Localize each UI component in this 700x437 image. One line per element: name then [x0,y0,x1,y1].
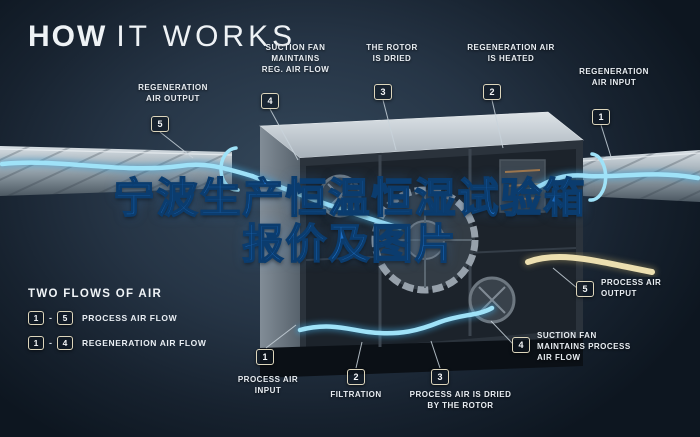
legend-heading: TWO FLOWS OF AIR [28,288,163,300]
callout-badge-regeneration-air-heated: 2 [483,84,501,100]
page-title-bold: HOW [28,20,108,53]
airflow-ribbon-cream [523,252,657,277]
callout-badge-regeneration-air-output: 5 [151,116,169,132]
legend-label-regeneration-air: REGENERATION AIR FLOW [82,338,207,348]
callout-label-regeneration-air-heated: REGENERATION AIR IS HEATED [467,43,555,64]
callout-label-suction-fan-reg: SUCTION FAN MAINTAINS REG. AIR FLOW [261,43,330,75]
watermark-line-2: 报价及图片 [242,220,458,267]
legend-badge-from: 1 [28,311,44,325]
rotor-icon [371,186,479,294]
callout-badge-process-air-output: 5 [576,281,594,297]
callout-label-regeneration-air-output: REGENERATION AIR OUTPUT [138,83,208,104]
legend-badge-from: 1 [28,336,44,350]
callout-badge-suction-fan-reg: 4 [261,93,279,109]
callout-label-process-air-output: PROCESS AIR OUTPUT [601,278,662,299]
callout-label-process-air-input: PROCESS AIR INPUT [237,375,299,396]
page-title-light: IT WORKS [116,20,297,53]
callout-badge-rotor-dried: 3 [374,84,392,100]
legend-row-regeneration-air: 1 - 4 REGENERATION AIR FLOW [28,336,207,350]
leader-lines [159,99,613,369]
callout-badge-suction-fan-process: 4 [512,337,530,353]
legend: TWO FLOWS OF AIR 1 - 5 PROCESS AIR FLOW … [28,288,207,350]
callout-badge-process-air-input: 1 [256,349,274,365]
legend-badge-to: 5 [57,311,73,325]
legend-label-process-air: PROCESS AIR FLOW [82,313,178,323]
machine-body [259,111,584,378]
watermark-text: 宁波生产恒温恒湿试验箱 报价及图片 [0,174,700,268]
callout-label-suction-fan-process: SUCTION FAN MAINTAINS PROCESS AIR FLOW [537,331,631,363]
legend-range-separator: - [49,313,52,323]
legend-range-separator: - [49,338,52,348]
watermark-line-1: 宁波生产恒温恒湿试验箱 [113,174,587,221]
legend-badge-to: 4 [57,336,73,350]
callout-badge-process-air-dried: 3 [431,369,449,385]
callout-label-process-air-dried: PROCESS AIR IS DRIED BY THE ROTOR [409,390,512,411]
callout-label-filtration: FILTRATION [330,390,382,399]
callout-label-rotor-dried: THE ROTOR IS DRIED [366,43,418,64]
airflow-ribbon-blue [0,146,700,338]
callout-badge-filtration: 2 [347,369,365,385]
legend-row-process-air: 1 - 5 PROCESS AIR FLOW [28,311,207,325]
callout-label-regeneration-air-input: REGENERATION AIR INPUT [579,67,649,88]
callout-badge-regeneration-air-input: 1 [592,109,610,125]
